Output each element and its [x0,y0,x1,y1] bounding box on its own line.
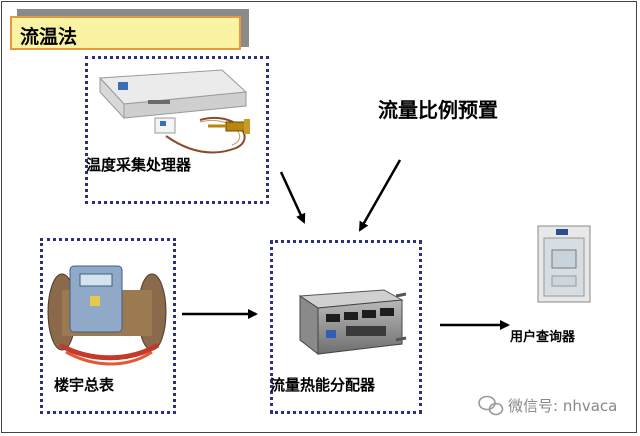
distributor-box [270,240,422,414]
building-meter-label: 楼宇总表 [54,376,115,394]
building-meter-box [40,238,176,414]
title-box: 流温法 [10,16,241,50]
building-meter-image [47,265,167,366]
user-query-label: 用户查询器 [510,330,576,345]
distributor-image [298,289,407,356]
flow-arrows [182,159,510,330]
ratio-preset-heading: 流量比例预置 [378,98,498,122]
distributor-label: 流量热能分配器 [270,376,376,394]
wechat-icon [478,395,504,416]
arrow-ratio-to-distributor [358,159,402,232]
temp-processor-label: 温度采集处理器 [86,156,192,174]
temp-processor-image [98,69,250,154]
slide-title: 流温法 [20,26,78,48]
watermark-text: 微信号: nhvaca [508,397,618,415]
temp-processor-box [85,56,269,204]
user-query-image [537,225,591,303]
arrow-processor-to-distributor [279,171,306,224]
